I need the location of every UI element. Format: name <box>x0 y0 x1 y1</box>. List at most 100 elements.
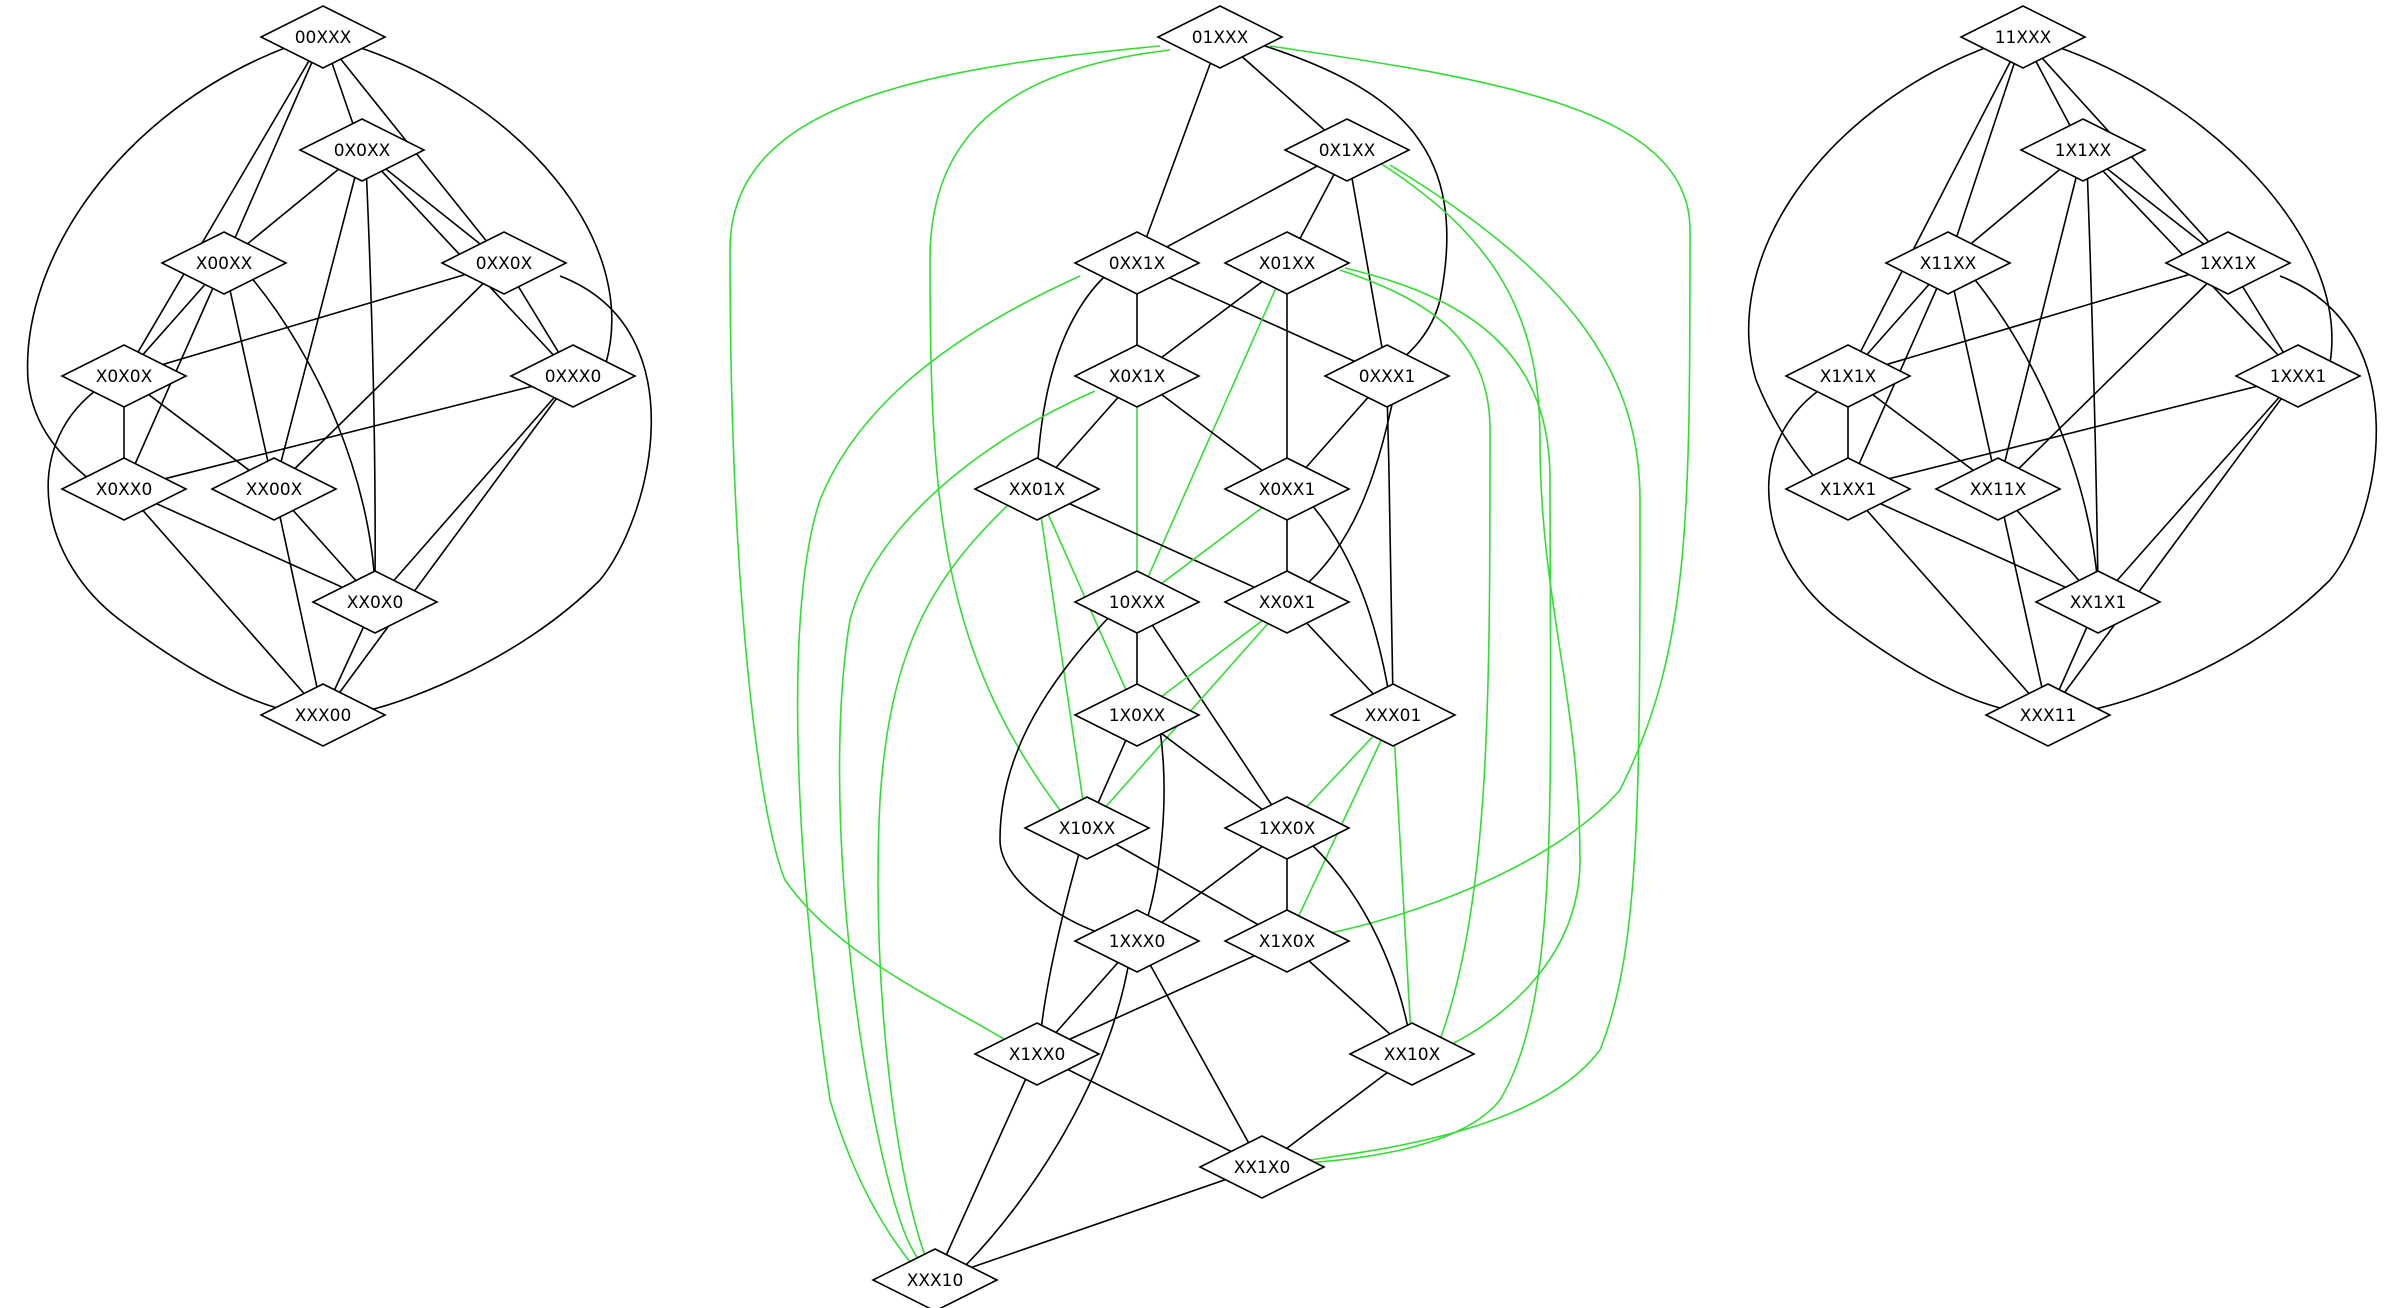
node-X00XX: X00XX <box>160 231 288 295</box>
node-label: X0X1X <box>1109 367 1166 387</box>
edge-X10XX-X1X0X <box>1086 827 1288 942</box>
edge-10XXX-1XXX0 <box>999 615 1111 934</box>
node-diamond <box>1884 231 2012 295</box>
node-XX0X0: XX0X0 <box>311 570 439 634</box>
node-label: X1X0X <box>1259 932 1316 952</box>
edge-0X0XX-XX0X0 <box>365 164 376 588</box>
node-diamond <box>1223 796 1351 860</box>
node-label: 11XXX <box>1995 28 2052 48</box>
node-X1X1X: X1X1X <box>1784 344 1912 408</box>
node-diamond <box>60 344 188 408</box>
edge-01XXX-X1XX0 <box>729 45 1161 1044</box>
edge-0XXX1-XX0X1 <box>1299 390 1396 591</box>
node-diamond <box>1073 344 1201 408</box>
edge-X10XX-X1XX0 <box>1039 842 1083 1040</box>
edge-XX01X-XXX10 <box>877 502 1011 1269</box>
edge-1XXX0-XX1X0 <box>1136 940 1263 1168</box>
edge-XXX01-XX10X <box>1392 714 1413 1055</box>
edges-layer <box>26 36 2378 1281</box>
node-label: XX01X <box>1009 480 1066 500</box>
node-X1X0X: X1X0X <box>1223 909 1351 973</box>
node-X01XX: X01XX <box>1223 231 1351 295</box>
node-XXX11: XXX11 <box>1984 683 2112 747</box>
edge-00XXX-0XXX0 <box>354 45 613 364</box>
node-0XX1X: 0XX1X <box>1073 231 1201 295</box>
node-00XXX: 00XXX <box>259 5 387 69</box>
edge-00XXX-X0X0X <box>123 36 324 377</box>
node-label: X11XX <box>1920 254 1977 274</box>
node-diamond <box>1784 457 1912 521</box>
edge-XX1X0-XXX10 <box>934 1166 1263 1281</box>
node-label: 10XXX <box>1109 593 1166 613</box>
edge-11XXX-X1XX1 <box>1747 45 1991 483</box>
node-X0X0X: X0X0X <box>60 344 188 408</box>
node-label: 0XXX1 <box>1359 367 1416 387</box>
node-X1XX0: X1XX0 <box>973 1022 1101 1086</box>
edge-X1X1X-XXX11 <box>1767 390 2001 709</box>
edge-1XX1X-XXX11 <box>2089 275 2378 711</box>
node-label: 1XXX0 <box>1109 932 1166 952</box>
node-1XX0X: 1XX0X <box>1223 796 1351 860</box>
edge-X00XX-XX0X0 <box>249 275 376 588</box>
node-11XXX: 11XXX <box>1959 5 2087 69</box>
edge-1XX1X-XX11X <box>1997 262 2229 490</box>
node-label: XX10X <box>1384 1045 1441 1065</box>
node-diamond <box>440 231 568 295</box>
node-label: XXX01 <box>1365 706 1422 726</box>
edge-X0X1X-XXX10 <box>838 390 1096 1269</box>
edge-X11XX-XX11X <box>1947 262 1999 490</box>
node-diamond <box>259 5 387 69</box>
edge-1XX0X-XX10X <box>1309 842 1411 1040</box>
node-label: XXX00 <box>295 706 352 726</box>
node-diamond <box>1784 344 1912 408</box>
node-XXX01: XXX01 <box>1329 683 1457 747</box>
edge-0XXX1-XXX01 <box>1386 390 1394 701</box>
edge-X1X0X-X1XX0 <box>1036 940 1288 1055</box>
node-label: XX0X0 <box>347 593 404 613</box>
edge-0X1XX-0XXX1 <box>1346 149 1388 377</box>
node-0XXX0: 0XXX0 <box>509 344 637 408</box>
edge-11XXX-X11XX <box>1947 36 2024 264</box>
node-label: X10XX <box>1059 819 1116 839</box>
edge-0X1XX-XX1X0 <box>1309 164 1641 1161</box>
node-diamond <box>509 344 637 408</box>
edge-0XX0X-XX00X <box>273 262 505 490</box>
edge-X1XX0-XX1X0 <box>1036 1053 1263 1168</box>
node-diamond <box>1223 457 1351 521</box>
edge-X0X0X-XXX00 <box>47 390 278 709</box>
node-label: 1XX0X <box>1259 819 1316 839</box>
edge-1XXX1-X1XX1 <box>1847 375 2299 490</box>
node-label: 0XX0X <box>476 254 533 274</box>
node-diamond <box>1223 231 1351 295</box>
node-label: X0XX0 <box>96 480 153 500</box>
node-diamond <box>1023 796 1151 860</box>
edge-X0XX0-XXX00 <box>123 488 324 716</box>
edge-1X1XX-XX1X1 <box>2086 164 2099 588</box>
node-label: XX11X <box>1970 480 2027 500</box>
node-diamond <box>1329 683 1457 747</box>
edge-1X0XX-1XXX0 <box>1144 729 1165 927</box>
node-label: 1X0XX <box>1109 706 1166 726</box>
node-X0XX1: X0XX1 <box>1223 457 1351 521</box>
node-label: 0XX1X <box>1109 254 1166 274</box>
node-diamond <box>1156 5 1284 69</box>
node-X1XX1: X1XX1 <box>1784 457 1912 521</box>
node-0XXX1: 0XXX1 <box>1323 344 1451 408</box>
node-diamond <box>1283 118 1411 182</box>
node-label: 01XXX <box>1192 28 1249 48</box>
node-diamond <box>311 570 439 634</box>
node-diamond <box>60 457 188 521</box>
node-diamond <box>1323 344 1451 408</box>
edge-0XXX0-X0XX0 <box>123 375 574 490</box>
node-XX00X: XX00X <box>210 457 338 521</box>
node-label: 0XXX0 <box>545 367 602 387</box>
node-0X1XX: 0X1XX <box>1283 118 1411 182</box>
edge-X1XX1-XX1X1 <box>1847 488 2099 603</box>
edge-1XXX1-XX1X1 <box>2097 375 2299 603</box>
node-label: 0X0XX <box>334 141 391 161</box>
node-diamond <box>871 1248 999 1308</box>
node-label: 00XXX <box>295 28 352 48</box>
node-label: XXX10 <box>907 1271 964 1291</box>
node-1X0XX: 1X0XX <box>1073 683 1201 747</box>
node-diamond <box>973 457 1101 521</box>
